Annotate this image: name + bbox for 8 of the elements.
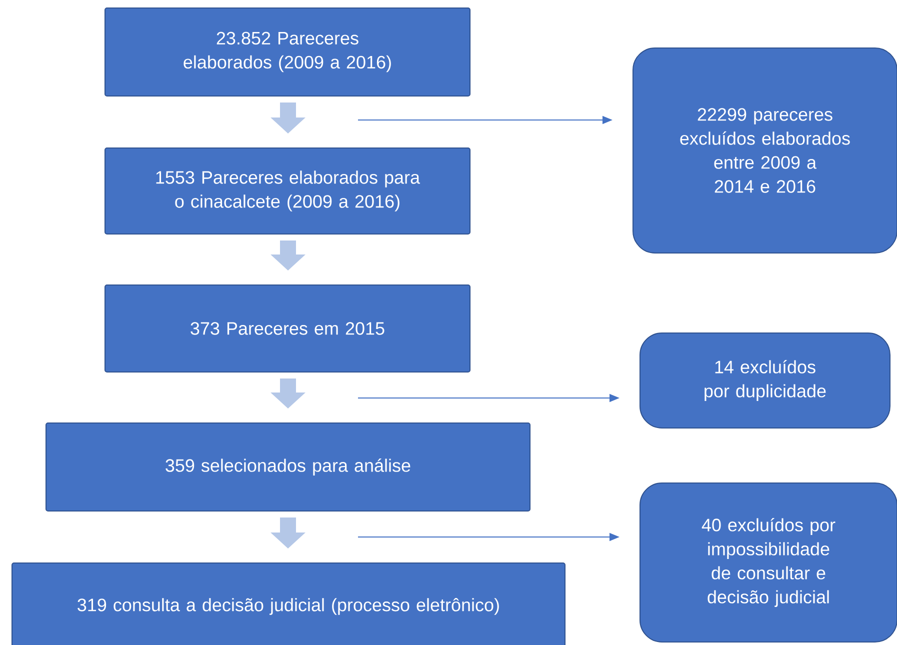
rounded-box: 40 excluídos por impossibilidade de consultar e decisão judicial bbox=[640, 482, 897, 642]
process-box: 23.852 Pareceres elaborados (2009 a 2016) bbox=[104, 8, 470, 96]
rounded-box: 22299 pareceres excluídos elaborados entre 2009 a 2014 e 2016 bbox=[632, 48, 897, 254]
rounded-box: 14 excluídos por duplicidade bbox=[640, 332, 890, 428]
process-box: 319 consulta a decisão judicial (processo eletrônico) bbox=[12, 562, 566, 645]
process-box: 359 selecionados para análise bbox=[46, 422, 530, 512]
process-box: 1553 Pareceres elaborados para o cinacalcete (2009 a 2016) bbox=[104, 148, 470, 234]
process-box: 373 Pareceres em 2015 bbox=[104, 284, 470, 372]
